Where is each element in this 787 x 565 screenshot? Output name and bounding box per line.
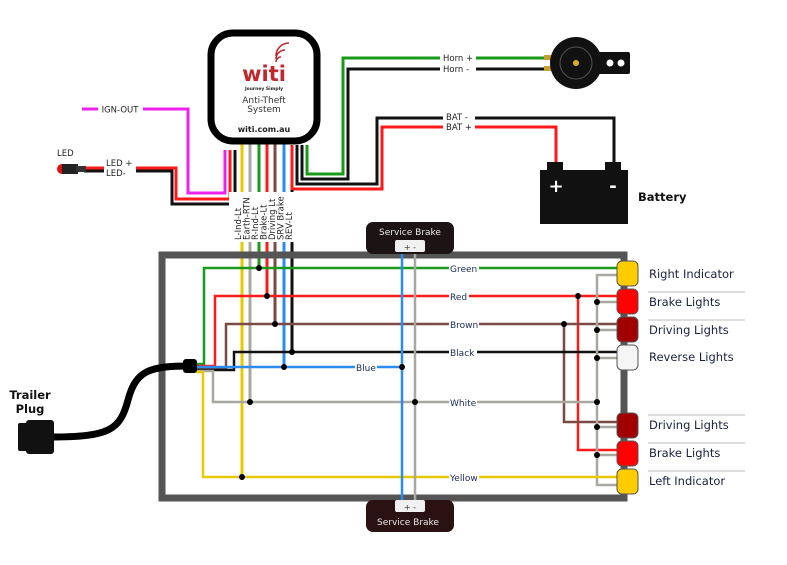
wire-label-brown: Brown [450, 321, 478, 331]
battery-label: Battery [638, 190, 687, 204]
wire-color-labels: Green Red Brown Black Blue White Yellow [355, 262, 479, 484]
horn-wires [300, 56, 548, 181]
trailer-plug-label-line1: Trailer [9, 388, 51, 402]
horn-neg-label: Horn - [443, 65, 469, 75]
wire-label-white: White [450, 399, 477, 409]
led-wires [84, 150, 237, 206]
trailer-plug-label-line2: Plug [16, 402, 45, 416]
service-brake-top [366, 222, 454, 254]
bat-neg-label: BAT - [446, 113, 468, 123]
wire-label-brake-lt: Brake-Lt [260, 204, 270, 240]
service-brake-bottom [366, 500, 454, 532]
lamp-driving-right [616, 316, 639, 343]
module-website: witi.com.au [238, 125, 291, 134]
lamp-label-left-indicator: Left Indicator [649, 474, 725, 488]
lamps [616, 260, 639, 495]
module-title-line1: Anti-Theft [242, 96, 286, 106]
module-harness-wires [240, 140, 294, 477]
battery-plus-symbol: + [548, 176, 563, 197]
horn-pos-label: Horn + [443, 54, 473, 64]
wire-label-r-ind-lt: R-Ind-Lt [251, 206, 261, 240]
lamp-label-driving-left: Driving Lights [649, 418, 729, 432]
lamp-left-indicator [616, 468, 639, 495]
anti-theft-module [207, 29, 321, 145]
bat-pos-label: BAT + [446, 123, 472, 133]
service-brake-top-label: Service Brake [379, 228, 441, 238]
service-brake-bottom-label: Service Brake [377, 518, 439, 528]
brand-tagline: Journey Simply [244, 86, 283, 92]
trailer-frame [158, 251, 628, 502]
wire-label-yellow: Yellow [449, 474, 478, 484]
led-neg-label: LED- [106, 169, 126, 179]
lamp-label-right-indicator: Right Indicator [649, 267, 734, 281]
horn-icon [544, 37, 630, 89]
lamp-driving-left [616, 412, 639, 439]
lamp-label-brake-left: Brake Lights [649, 446, 720, 460]
wire-label-rev-lt: REV-Lt [285, 212, 295, 240]
trailer-plug-icon [18, 420, 54, 454]
lamp-label-separators [648, 291, 745, 472]
wire-label-driving-lt: Driving Lt [268, 198, 278, 240]
module-wire-labels: L-Ind-Lt Earth-RTN R-Ind-Lt Brake-Lt Dri… [234, 196, 295, 240]
trailer-plug-cable [49, 359, 197, 441]
led-icon [57, 164, 86, 174]
wire-label-blue: Blue [356, 364, 376, 374]
lamp-right-indicator [616, 260, 639, 287]
lamp-label-brake-right: Brake Lights [649, 295, 720, 309]
wire-label-black: Black [450, 349, 475, 359]
lamp-brake-right [616, 288, 639, 315]
battery-minus-symbol: - [609, 176, 616, 197]
battery-icon [540, 162, 628, 224]
ign-out-wire [82, 107, 227, 195]
wire-label-srv-brake: SRV Brake [277, 196, 287, 240]
led-pos-label: LED + [106, 159, 132, 169]
lamp-brake-left [616, 440, 639, 467]
witi-logo: witi [242, 42, 290, 86]
wire-label-earth-rtn: Earth-RTN [243, 197, 253, 240]
brand-name: witi [242, 62, 286, 86]
service-brake-bottom-terminals: + - [404, 503, 416, 512]
lamp-label-driving-right: Driving Lights [649, 323, 729, 337]
trailer-wires [196, 244, 618, 508]
led-label: LED [57, 149, 74, 159]
battery-wires [290, 116, 616, 191]
service-brake-top-terminals: + - [404, 243, 416, 252]
led-label-bg [104, 157, 136, 179]
module-title-line2: System [247, 105, 281, 115]
junction-dots [239, 265, 600, 480]
wire-label-l-ind-lt: L-Ind-Lt [234, 207, 244, 240]
lamp-label-reverse: Reverse Lights [649, 350, 734, 364]
ign-out-label: IGN-OUT [102, 106, 140, 116]
wire-label-green: Green [450, 265, 477, 275]
wire-label-red: Red [450, 293, 467, 303]
ign-out-label-bg [98, 102, 143, 116]
lamp-reverse [616, 344, 639, 371]
